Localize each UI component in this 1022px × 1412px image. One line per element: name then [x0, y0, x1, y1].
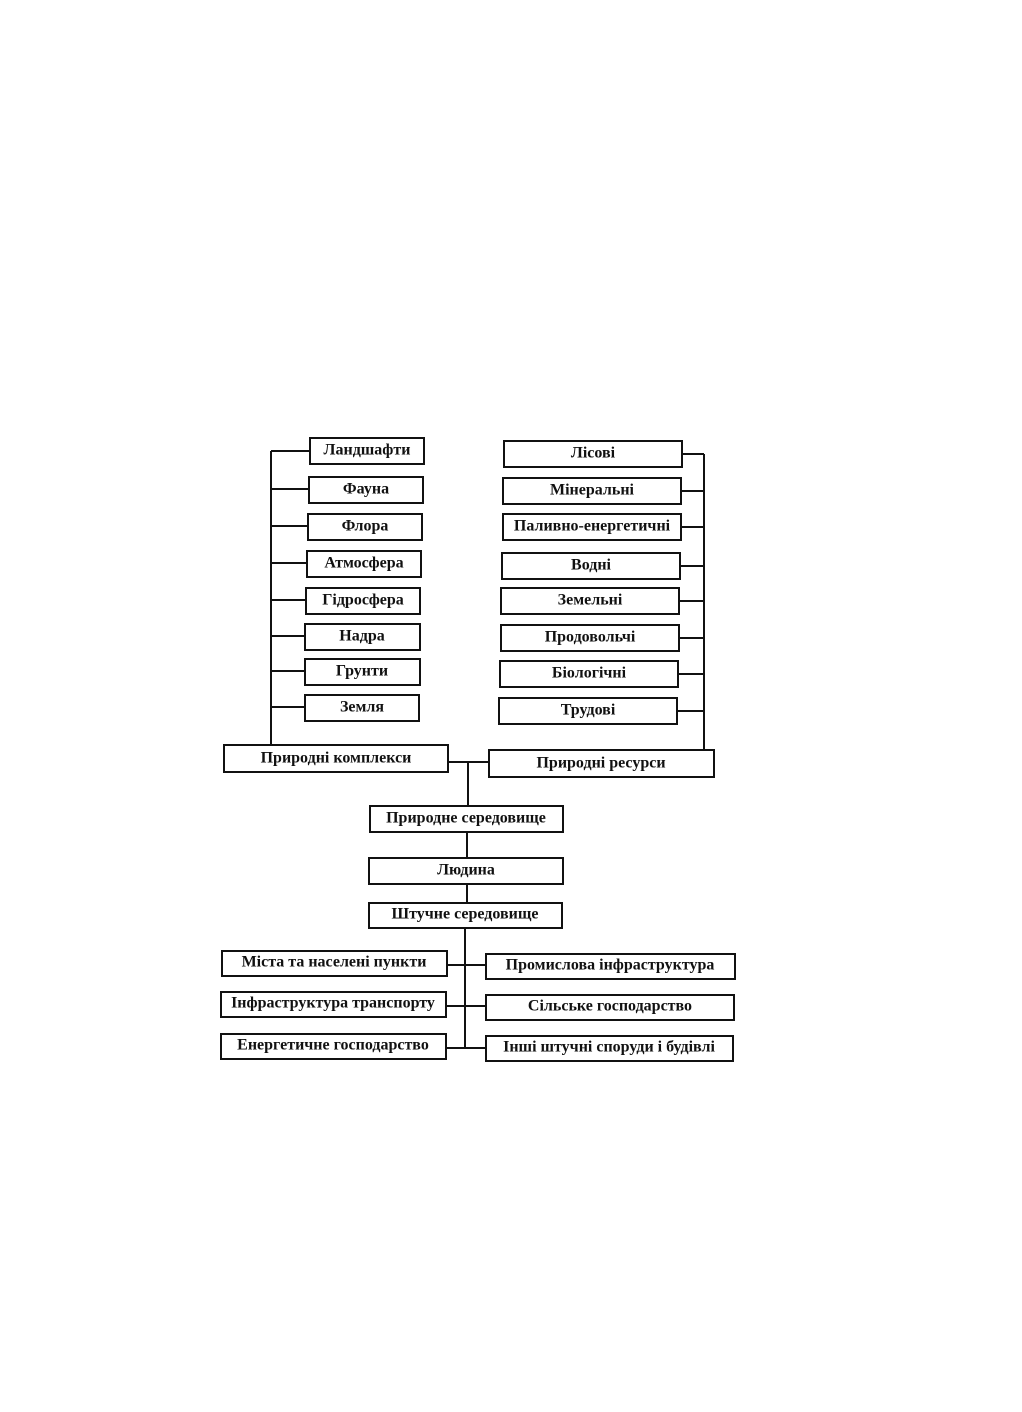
resource-box: Земельні: [500, 587, 680, 615]
resource-box: Продовольчі: [500, 624, 680, 652]
artificial-right-items: Промислова інфраструктура Сільське госпо…: [485, 953, 736, 1062]
complex-box: Фауна: [308, 476, 424, 504]
natural-complexes-root: Природні комплекси: [223, 744, 449, 773]
artificial-left-items: Міста та населені пункти Інфраструктура …: [220, 950, 448, 1060]
natural-environment-label: Природне середовище: [386, 810, 546, 827]
complex-label: Грунти: [336, 663, 388, 680]
complex-box: Земля: [304, 694, 420, 722]
complex-box: Надра: [304, 623, 421, 651]
artificial-box: Інфраструктура транспорту: [220, 991, 447, 1018]
human-box: Людина: [368, 857, 564, 885]
resource-label: Біологічні: [552, 665, 627, 682]
artificial-environment-box: Штучне середовище: [368, 902, 563, 929]
resource-box: Водні: [501, 552, 681, 580]
resource-label: Паливно-енергетичні: [514, 518, 671, 535]
complex-box: Грунти: [304, 658, 421, 686]
artificial-label: Інфраструктура транспорту: [231, 995, 435, 1012]
natural-environment-box: Природне середовище: [369, 805, 564, 833]
natural-complexes-items: Ландшафти Фауна Флора Атмосфера Гідросфе…: [304, 437, 425, 722]
artificial-box: Енергетичне господарство: [220, 1033, 447, 1060]
artificial-label: Міста та населені пункти: [242, 954, 427, 971]
complex-box: Атмосфера: [306, 550, 422, 578]
complex-label: Земля: [340, 699, 384, 716]
natural-complexes-label: Природні комплекси: [261, 750, 412, 767]
artificial-label: Енергетичне господарство: [237, 1037, 429, 1054]
complex-label: Надра: [339, 628, 384, 645]
artificial-box: Промислова інфраструктура: [485, 953, 736, 980]
resource-label: Лісові: [571, 445, 616, 462]
complex-label: Гідросфера: [322, 592, 404, 609]
complex-box: Флора: [307, 513, 423, 541]
natural-resources-root: Природні ресурси: [488, 749, 715, 778]
artificial-label: Сільське господарство: [528, 998, 692, 1015]
resource-label: Земельні: [558, 592, 623, 609]
resource-label: Трудові: [561, 702, 616, 719]
resource-label: Продовольчі: [545, 629, 636, 646]
artificial-box: Міста та населені пункти: [221, 950, 448, 977]
artificial-label: Промислова інфраструктура: [506, 957, 715, 974]
artificial-label: Інші штучні споруди і будівлі: [503, 1039, 715, 1056]
resource-label: Мінеральні: [550, 482, 635, 499]
resource-box: Біологічні: [499, 660, 679, 688]
natural-resources-items: Лісові Мінеральні Паливно-енергетичні Во…: [498, 440, 683, 725]
artificial-box: Інші штучні споруди і будівлі: [485, 1035, 734, 1062]
connectors: [270, 450, 705, 1049]
resource-box: Паливно-енергетичні: [502, 513, 682, 541]
complex-label: Атмосфера: [324, 555, 403, 572]
human-label: Людина: [437, 862, 495, 879]
natural-resources-label: Природні ресурси: [536, 755, 665, 772]
complex-label: Фауна: [343, 481, 389, 498]
resource-box: Лісові: [503, 440, 683, 468]
complex-box: Гідросфера: [305, 587, 421, 615]
resource-box: Мінеральні: [502, 477, 682, 505]
artificial-environment-label: Штучне середовище: [392, 906, 539, 923]
resource-box: Трудові: [498, 697, 678, 725]
artificial-box: Сільське господарство: [485, 994, 735, 1021]
resource-label: Водні: [571, 557, 612, 574]
complex-box: Ландшафти: [309, 437, 425, 465]
complex-label: Ландшафти: [324, 442, 411, 459]
complex-label: Флора: [342, 518, 389, 535]
